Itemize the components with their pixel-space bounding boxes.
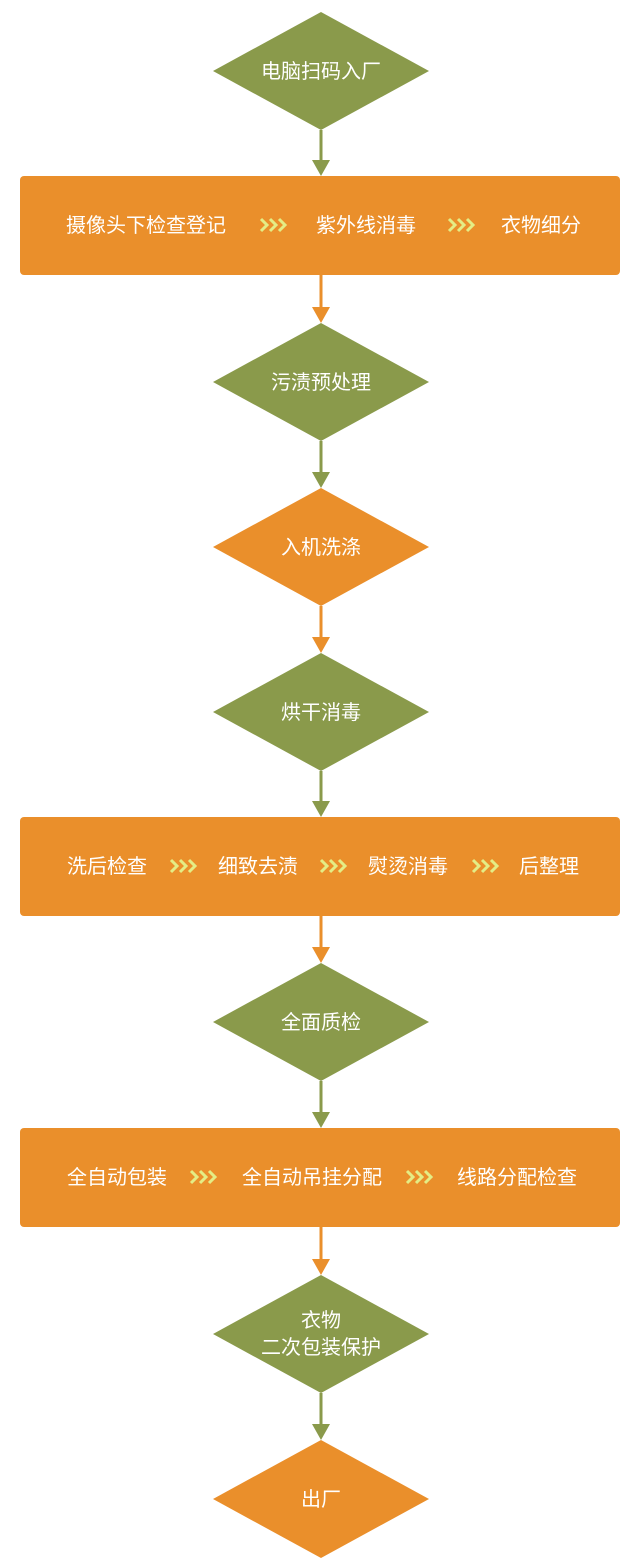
step-label: 洗后检查 [67, 854, 147, 878]
step-label: 全自动吊挂分配 [242, 1165, 382, 1189]
step-diamond-drying: 烘干消毒 [213, 653, 429, 771]
diamond-label-line: 衣物 [301, 1308, 341, 1332]
connector-arrow [312, 275, 330, 323]
diamond-shape [213, 963, 429, 1081]
connector-arrow [312, 771, 330, 817]
step-diamond-exit: 出厂 [213, 1440, 429, 1558]
connector-arrow [312, 606, 330, 653]
diamond-label: 出厂 [301, 1486, 341, 1511]
step-label: 细致去渍 [218, 854, 298, 878]
diamond-label: 衣物 二次包装保护 [213, 1275, 429, 1393]
chevron-arrows-icon [189, 1169, 218, 1185]
step-label: 后整理 [519, 854, 579, 878]
process-box-intake: 摄像头下检查登记 紫外线消毒 衣物细分 [20, 176, 620, 275]
chevron-arrows-icon [447, 217, 476, 233]
step-label: 紫外线消毒 [316, 213, 416, 237]
diamond-shape [213, 488, 429, 606]
diamond-shape [213, 1440, 429, 1558]
connector-arrow [312, 1081, 330, 1128]
step-diamond-stain-pretreat: 污渍预处理 [213, 323, 429, 441]
chevron-arrows-icon [471, 858, 500, 874]
diamond-shape [213, 323, 429, 441]
step-label: 摄像头下检查登记 [66, 213, 226, 237]
diamond-label-line: 二次包装保护 [261, 1335, 381, 1359]
connector-arrow [312, 1393, 330, 1440]
diamond-shape [213, 653, 429, 771]
chevron-arrows-icon [259, 217, 288, 233]
chevron-arrows-icon [169, 858, 198, 874]
process-box-packing: 全自动包装 全自动吊挂分配 线路分配检查 [20, 1128, 620, 1227]
step-diamond-washing: 入机洗涤 [213, 488, 429, 606]
diamond-label: 电脑扫码入厂 [261, 58, 381, 83]
chevron-arrows-icon [319, 858, 348, 874]
diamond-label: 入机洗涤 [281, 534, 361, 559]
connector-arrow [312, 441, 330, 488]
chevron-arrows-icon [405, 1169, 434, 1185]
process-box-finishing: 洗后检查 细致去渍 熨烫消毒 后整理 [20, 817, 620, 916]
step-diamond-secondary-packing: 衣物 二次包装保护 [213, 1275, 429, 1393]
step-label: 衣物细分 [501, 213, 581, 237]
diamond-shape [213, 12, 429, 130]
connector-arrow [312, 916, 330, 963]
diamond-label: 烘干消毒 [281, 699, 361, 724]
diamond-label: 污渍预处理 [271, 369, 371, 394]
diamond-shape [213, 1275, 429, 1393]
diamond-label: 全面质检 [281, 1009, 361, 1034]
step-label: 全自动包装 [67, 1165, 167, 1189]
connector-arrow [312, 1227, 330, 1275]
step-label: 熨烫消毒 [368, 854, 448, 878]
step-diamond-quality-check: 全面质检 [213, 963, 429, 1081]
step-diamond-scan-entry: 电脑扫码入厂 [213, 12, 429, 130]
connector-arrow [312, 130, 330, 176]
step-label: 线路分配检查 [457, 1165, 577, 1189]
